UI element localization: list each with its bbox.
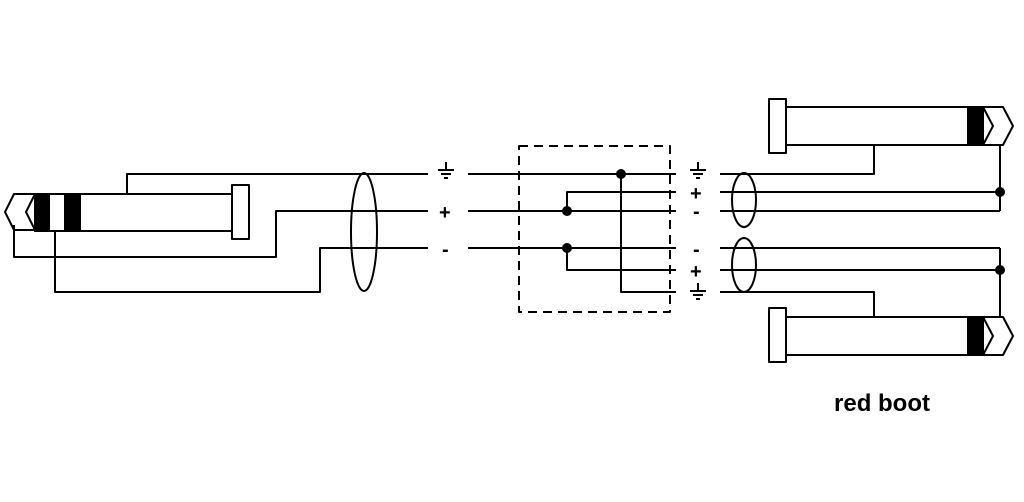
- junction-dot: [562, 243, 572, 253]
- ground-symbol-out-top: [690, 162, 706, 179]
- label-minus-out-bottom: -: [693, 239, 700, 261]
- caption-red-boot: red boot: [834, 390, 930, 417]
- cable-shield-left: [350, 172, 378, 292]
- wire-ground-left: [126, 173, 428, 194]
- junction-dot: [562, 206, 572, 216]
- stereo-trs-plug-left: [4, 184, 250, 240]
- wire-ground-top-out: [720, 145, 875, 175]
- wire-minus-to-bottom-minus: [566, 248, 676, 271]
- label-plus-out-top: +: [690, 183, 702, 205]
- ground-symbol-in: [438, 162, 454, 179]
- plug-tip: [982, 106, 1014, 146]
- wire-ground-to-bottom-ground: [620, 174, 676, 293]
- wire-minus-left: [54, 231, 428, 293]
- mono-plug-right-bottom: [768, 307, 1014, 363]
- plug-tip: [982, 316, 1014, 356]
- wire-tip-left: [13, 225, 249, 258]
- mono-plug-right-top: [768, 98, 1014, 154]
- plug-tip: [4, 193, 36, 231]
- wire-plus-to-top-plus: [566, 191, 676, 211]
- ground-symbol-out-bottom: [690, 283, 706, 300]
- plug-collar: [768, 307, 787, 363]
- junction-dot: [995, 187, 1005, 197]
- plug-barrel: [785, 106, 984, 146]
- junction-dot: [616, 169, 626, 179]
- plug-ring: [967, 316, 984, 356]
- plug-barrel: [785, 316, 984, 356]
- plug-ring-2: [64, 193, 81, 232]
- plug-ring-1: [34, 193, 50, 232]
- wire-ground-bot-out: [720, 291, 875, 317]
- label-plus-in: +: [439, 202, 451, 224]
- splitter-box: [518, 145, 671, 313]
- junction-dot: [995, 265, 1005, 275]
- label-minus-out-top: -: [693, 201, 700, 223]
- plug-ring: [967, 106, 984, 146]
- cable-shield-right-bottom: [731, 237, 757, 293]
- cable-shield-right-top: [731, 172, 757, 228]
- plug-collar: [231, 184, 250, 240]
- label-minus-in: -: [442, 239, 449, 261]
- label-plus-out-bottom: +: [690, 261, 702, 283]
- plug-collar: [768, 98, 787, 154]
- wire-plus-left: [249, 210, 428, 258]
